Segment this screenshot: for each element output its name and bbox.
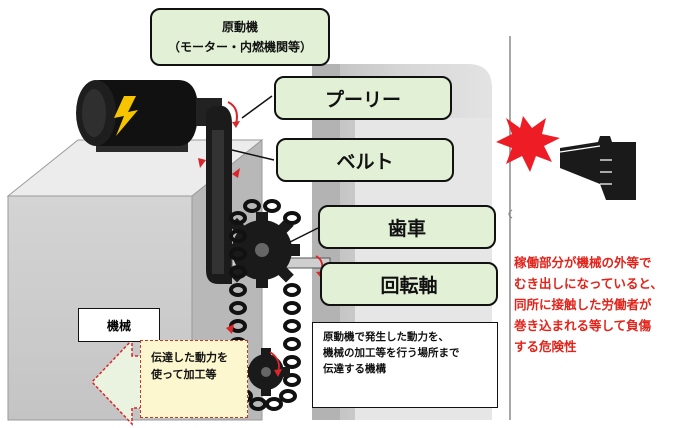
hand-icon [559, 136, 636, 200]
danger-warning-line5: する危険性 [514, 339, 577, 354]
machine-label: 機械 [78, 308, 160, 342]
lightning-bolt-icon [114, 96, 138, 136]
gear-label: 歯車 [318, 205, 496, 249]
danger-warning: 稼働部分が機械の外等で むき出しになっていると、 同所に接触した労働者が 巻き込… [514, 252, 694, 357]
processing-label-line1: 伝達した動力を [151, 351, 228, 364]
impact-burst-icon [496, 116, 560, 172]
gear [224, 212, 300, 288]
motor-label: 原動機 （モーター・内燃機関等） [150, 8, 330, 66]
danger-warning-line4: 巻き込まれる等して負傷 [514, 318, 652, 333]
wall-line [508, 36, 513, 420]
mechanism-note-line2: 機械の加工等を行う場所まで [323, 347, 460, 359]
processing-label-line2: 使って加工等 [151, 368, 217, 381]
belt-label: ベルト [276, 138, 454, 182]
motor-label-line2: （モーター・内燃機関等） [167, 40, 312, 54]
shaft-label: 回転軸 [320, 262, 498, 306]
gear-label-text: 歯車 [387, 217, 426, 240]
processing-label: 伝達した動力を 使って加工等 [140, 340, 248, 418]
mechanism-note-line3: 伝達する機構 [323, 363, 386, 375]
rotation-arrow-icon [227, 101, 238, 125]
motor [76, 80, 222, 152]
pulley-label: プーリー [274, 76, 452, 120]
motor-label-line1: 原動機 [221, 20, 258, 34]
belt [198, 106, 240, 284]
mechanism-note: 原動機で発生した動力を、 機械の加工等を行う場所まで 伝達する機構 [312, 322, 498, 408]
shaft-label-text: 回転軸 [380, 274, 438, 297]
machine-label-text: 機械 [106, 318, 131, 333]
belt-label-text: ベルト [336, 150, 394, 173]
danger-warning-line1: 稼働部分が機械の外等で [514, 255, 652, 270]
mechanism-note-line1: 原動機で発生した動力を、 [323, 331, 449, 343]
processing-arrow [90, 338, 151, 426]
danger-warning-line2: むき出しになっていると、 [514, 276, 663, 291]
danger-warning-line3: 同所に接触した労働者が [514, 297, 652, 312]
pulley-label-text: プーリー [324, 88, 401, 111]
